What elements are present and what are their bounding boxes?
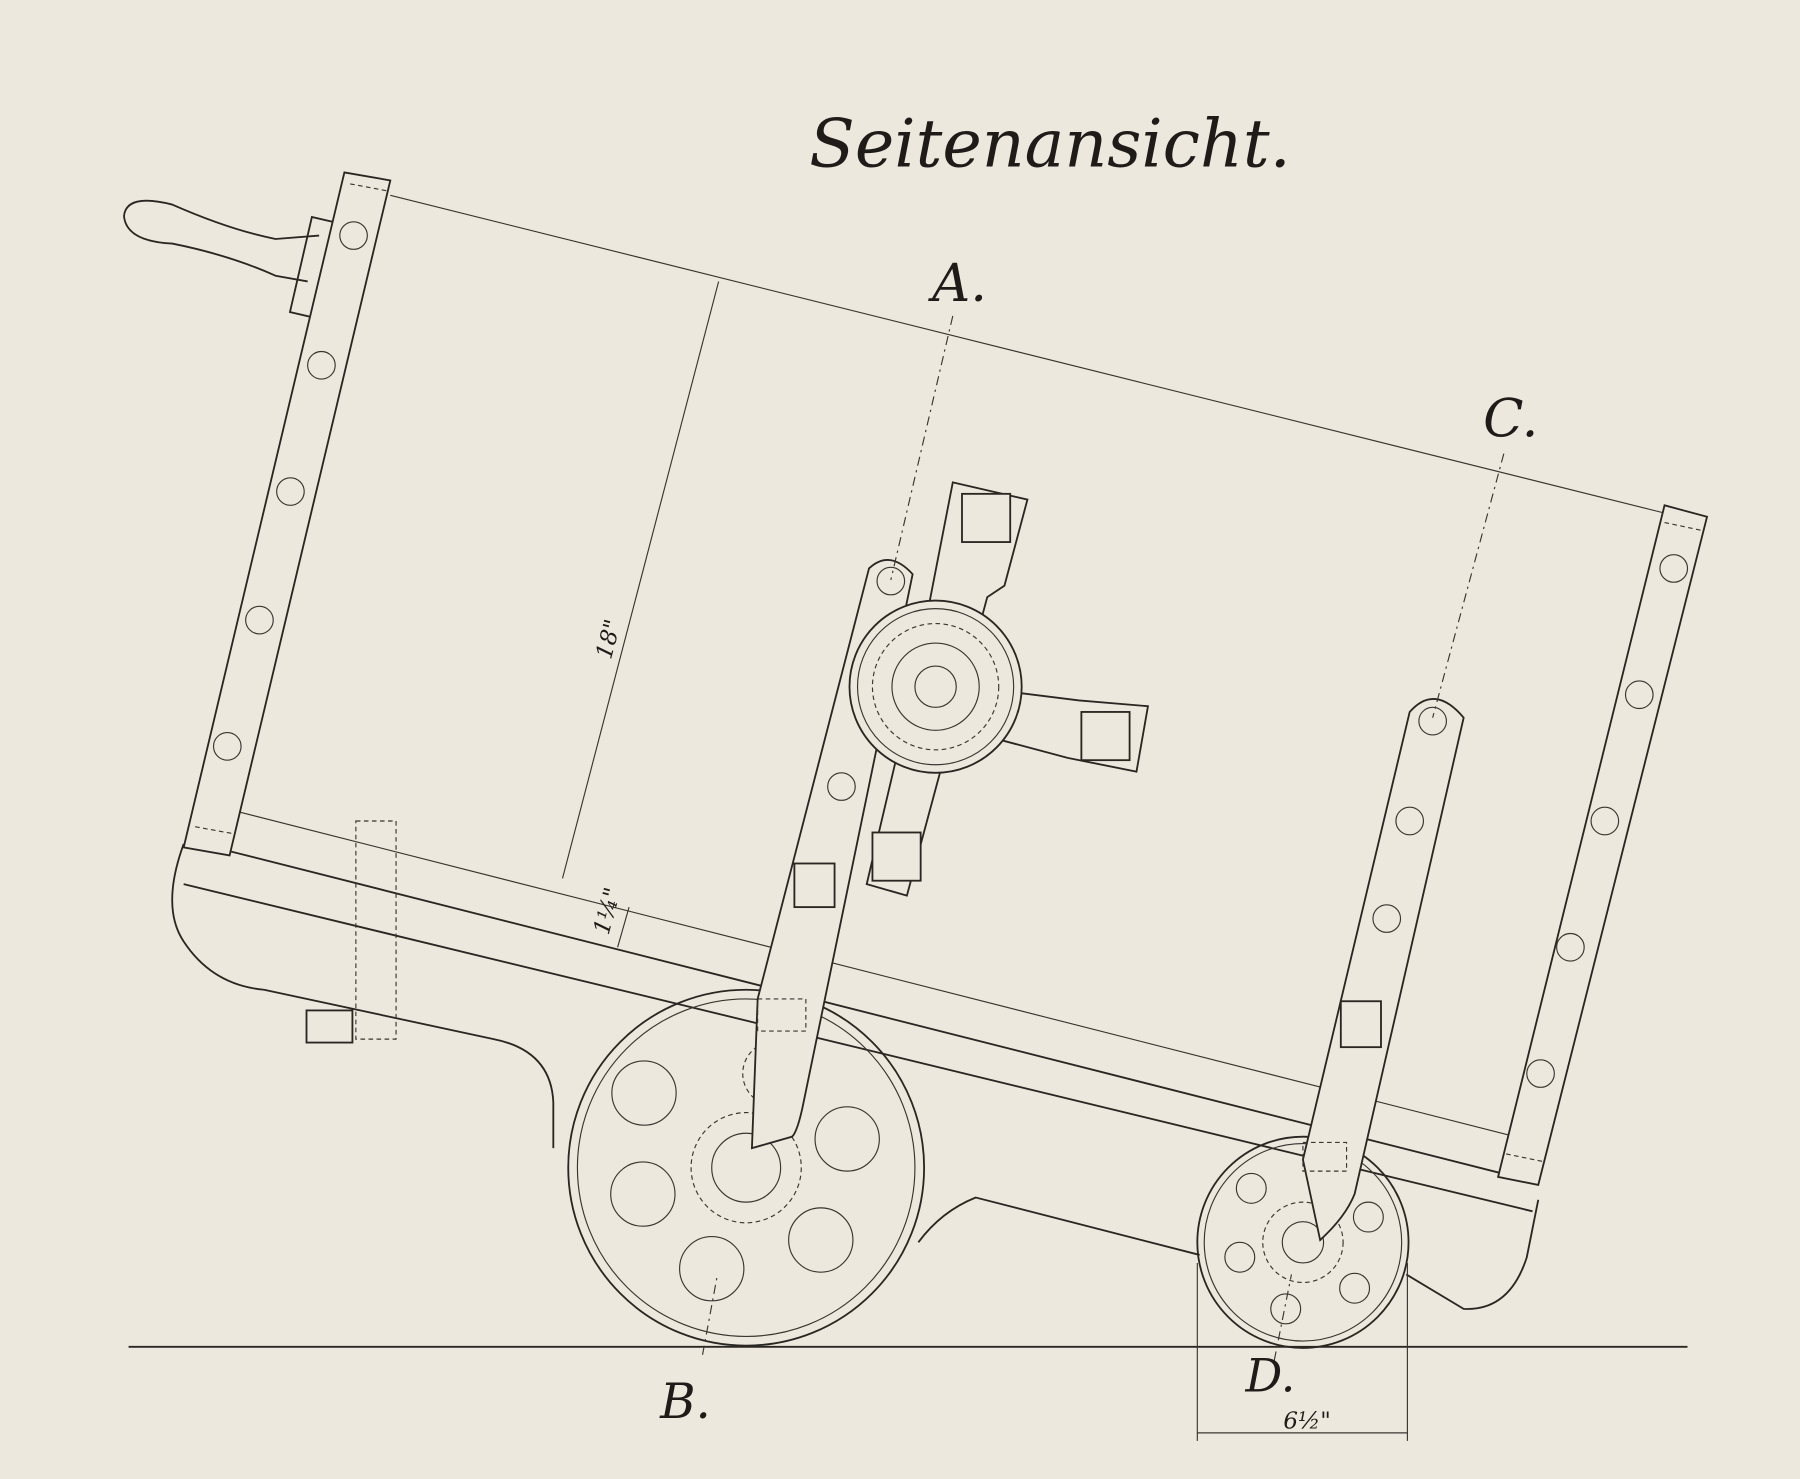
right-post xyxy=(1496,504,1709,1186)
rivet xyxy=(276,477,305,506)
rivet xyxy=(1624,680,1654,710)
left-post xyxy=(182,171,392,857)
dimension-height: 18" xyxy=(561,281,720,879)
cart-body xyxy=(171,194,1671,1310)
rivet xyxy=(1590,806,1620,836)
wheel-d xyxy=(1196,1135,1410,1349)
handle xyxy=(123,199,320,283)
rivet xyxy=(1556,932,1585,962)
dimension-wheel: 6½" xyxy=(1196,1262,1408,1441)
rivet xyxy=(1659,554,1689,583)
label-b: B. xyxy=(659,1374,711,1430)
lever-c xyxy=(1301,453,1505,1242)
label-d: D. xyxy=(1245,1349,1296,1403)
rivet xyxy=(212,732,242,761)
rivet xyxy=(1526,1059,1555,1088)
label-a: A. xyxy=(927,253,987,314)
rivet xyxy=(245,605,274,635)
wheel-b xyxy=(567,988,926,1347)
frame-dimension-label: 1¼" xyxy=(589,885,626,938)
label-c: C. xyxy=(1483,388,1538,449)
rivet xyxy=(339,221,368,250)
wheel-dimension-label: 6½" xyxy=(1283,1408,1330,1434)
rivet xyxy=(307,350,336,380)
drawing-title: Seitenansicht. xyxy=(809,105,1290,183)
rivets xyxy=(212,221,1689,1088)
crank xyxy=(848,481,1150,897)
dimension-frame: 1¼" xyxy=(589,885,630,948)
